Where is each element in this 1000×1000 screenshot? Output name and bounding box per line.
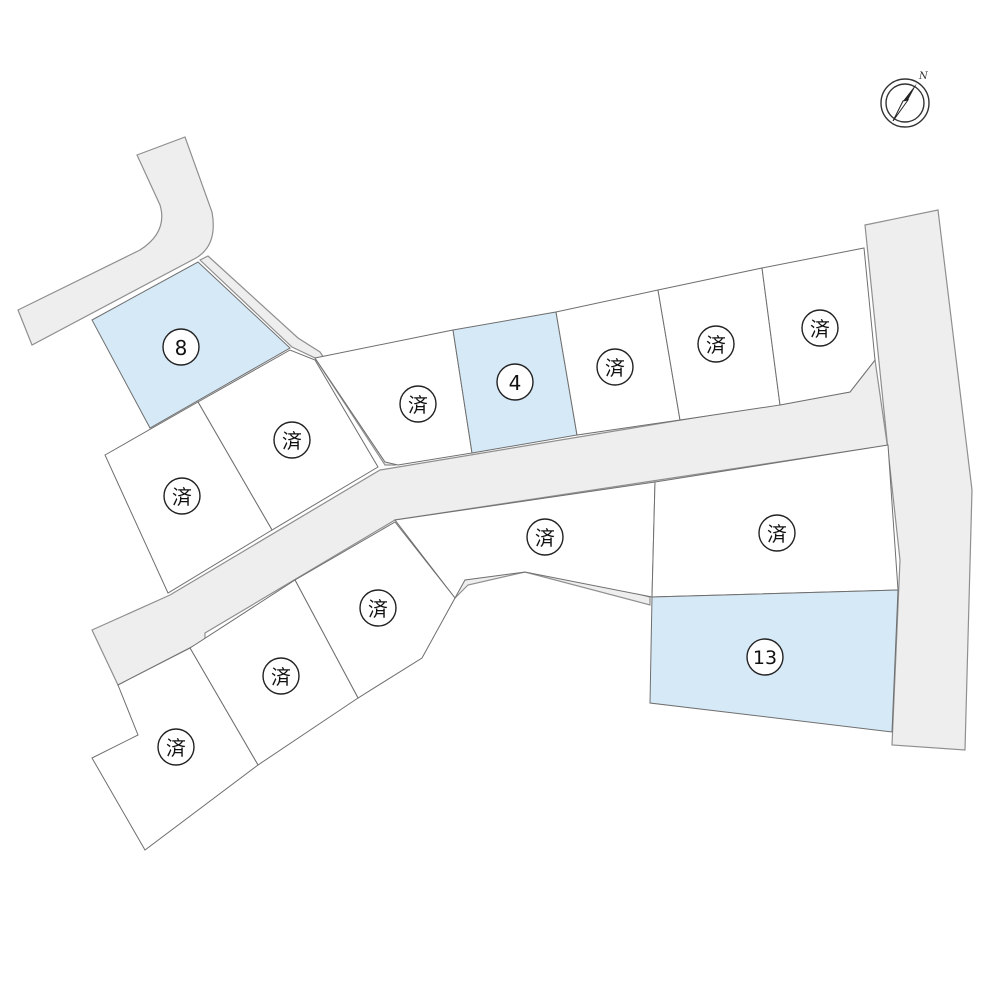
lot-e-label-ring: [697, 325, 735, 363]
lot-c-label: 済: [399, 385, 437, 423]
lot-c-label-text: 済: [408, 393, 428, 417]
lot-13-label-text: 13: [753, 647, 777, 669]
lot-a-label-ring: [273, 421, 311, 459]
lot-d-label-text: 済: [605, 356, 625, 380]
lot-f-label: 済: [801, 309, 839, 347]
lot-d-label: 済: [596, 348, 634, 386]
lot-c[interactable]: [314, 329, 473, 466]
lot-j-label: 済: [262, 657, 300, 695]
lot-8-label-ring: [162, 328, 200, 366]
lot-4-label: 4: [496, 363, 534, 401]
lot-e-label: 済: [697, 325, 735, 363]
lot-4-label-text: 4: [509, 371, 522, 395]
lot-a-label-text: 済: [282, 429, 302, 453]
lot-g-label: 済: [526, 518, 564, 556]
lot-i-label: 済: [359, 589, 397, 627]
lot-g-label-text: 済: [535, 526, 555, 550]
lot-j-label-text: 済: [271, 665, 291, 689]
lot-d-label-ring: [596, 348, 634, 386]
lot-j-label-ring: [262, 657, 300, 695]
lot-f-label-ring: [801, 309, 839, 347]
road-northwest: [17, 136, 214, 346]
lot-f-label-text: 済: [810, 317, 830, 341]
lot-h-label: 済: [758, 514, 796, 552]
lot-13-label-ring: [746, 638, 784, 676]
lot-i-label-ring: [359, 589, 397, 627]
lot-c-label-ring: [399, 385, 437, 423]
lot-4-label-ring: [496, 363, 534, 401]
lot-e-label-text: 済: [706, 333, 726, 357]
lot-k-label-ring: [157, 728, 195, 766]
lot-i-label-text: 済: [368, 597, 388, 621]
lot-h-label-text: 済: [767, 522, 787, 546]
compass-north-icon: [903, 83, 917, 101]
lot-8-label: 8: [162, 328, 200, 366]
lot-b-label: 済: [163, 477, 201, 515]
compass-north-label: N: [918, 71, 929, 82]
lot-a-label: 済: [273, 421, 311, 459]
lot-13-label: 13: [746, 638, 784, 676]
lot-b-label-ring: [163, 477, 201, 515]
lot-k-label: 済: [157, 728, 195, 766]
lot-k-label-text: 済: [166, 736, 186, 760]
lot-8-label-text: 8: [175, 336, 188, 360]
compass: N: [880, 71, 930, 128]
lot-g-label-ring: [526, 518, 564, 556]
compass-needle-south: [892, 99, 910, 122]
lot-b-label-text: 済: [172, 485, 192, 509]
lot-h-label-ring: [758, 514, 796, 552]
